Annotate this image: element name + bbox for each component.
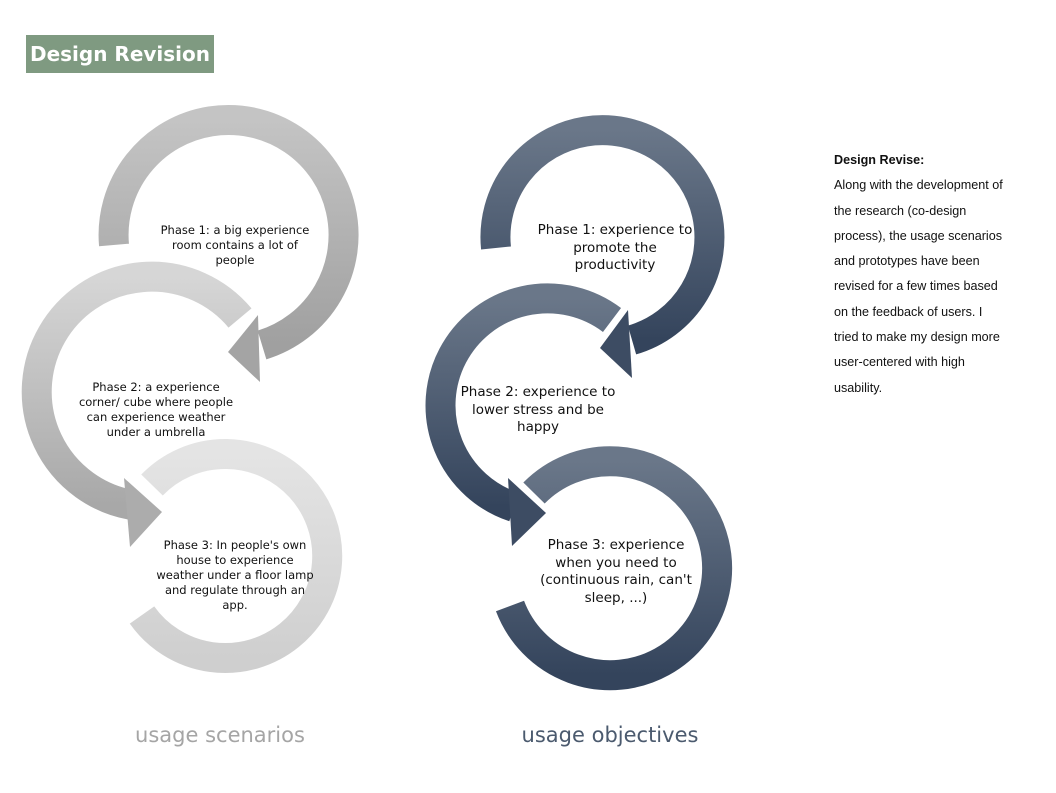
note-line: Along with the development of bbox=[834, 178, 1003, 193]
objective-ring-3 bbox=[495, 446, 733, 691]
usage-scenarios-caption: usage scenarios bbox=[135, 723, 305, 747]
note-line: process), the usage scenarios bbox=[834, 228, 1003, 243]
objective-ring-1 bbox=[480, 115, 725, 378]
scenario-ring-2 bbox=[21, 261, 252, 547]
scenario-ring-1 bbox=[98, 105, 359, 382]
note-line: tried to make my design more bbox=[834, 330, 1000, 345]
note-line: and prototypes have been bbox=[834, 254, 980, 269]
design-revise-note: Design Revise: Along with the developmen… bbox=[834, 148, 1034, 401]
note-line: on the feedback of users. I bbox=[834, 304, 983, 319]
note-line: user-centered with high bbox=[834, 355, 965, 370]
note-line: the research (co-design bbox=[834, 203, 967, 218]
scenario-ring-3 bbox=[129, 439, 343, 673]
page-title: Design Revision bbox=[26, 35, 214, 73]
note-line: usability. bbox=[834, 380, 883, 395]
design-revise-heading: Design Revise: bbox=[834, 153, 925, 167]
note-line: revised for a few times based bbox=[834, 279, 998, 294]
objective-ring-2 bbox=[425, 283, 622, 546]
usage-objectives-caption: usage objectives bbox=[521, 723, 699, 747]
